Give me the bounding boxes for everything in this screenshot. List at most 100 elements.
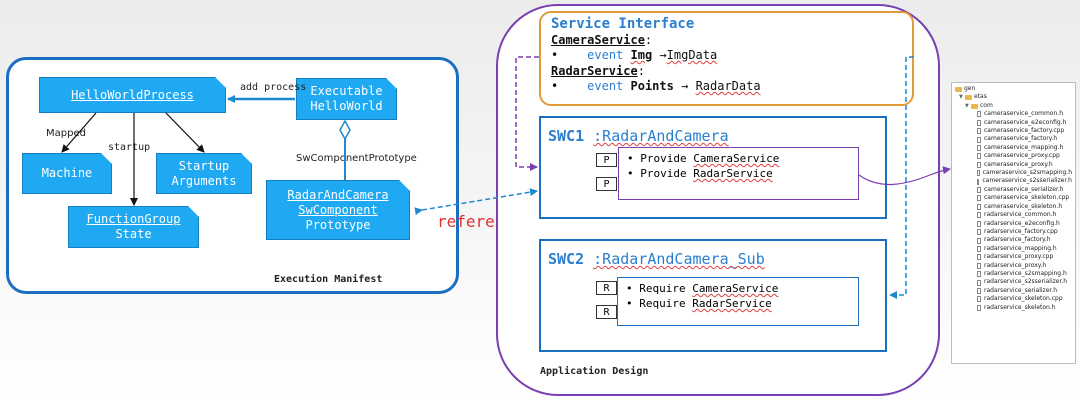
camera-event-name: Img (630, 48, 653, 62)
tree-file-item[interactable]: radarservice_common.h (955, 211, 1072, 219)
file-icon (977, 212, 981, 219)
tree-file-item[interactable]: radarservice_e2econfig.h (955, 220, 1072, 228)
tree-file-item[interactable]: cameraservice_common.h (955, 110, 1072, 118)
tree-file-item[interactable]: radarservice_mapping.h (955, 245, 1072, 253)
tree-file-item[interactable]: radarservice_proxy.h (955, 262, 1072, 270)
tree-file-label: radarservice_e2econfig.h (984, 219, 1060, 227)
file-icon (977, 229, 981, 236)
tree-file-label: cameraservice_s2smapping.h (982, 169, 1072, 177)
tree-file-label: cameraservice_factory.cpp (984, 127, 1065, 135)
file-icon (977, 195, 981, 202)
swc2-require-port-2[interactable]: R (596, 305, 617, 319)
tree-file-item[interactable]: cameraservice_proxy.h (955, 161, 1072, 169)
swc1-id: SWC1 (548, 127, 585, 145)
tree-file-item[interactable]: cameraservice_factory.h (955, 135, 1072, 143)
function-group-label: FunctionGroup (86, 212, 181, 226)
tree-file-item[interactable]: radarservice_s2sserializer.h (955, 278, 1072, 286)
swc2-require-port-1[interactable]: R (596, 281, 617, 295)
tree-file-item[interactable]: cameraservice_skeleton.h (955, 203, 1072, 211)
tree-file-label: radarservice_mapping.h (984, 244, 1057, 252)
tree-file-item[interactable]: radarservice_factory.cpp (955, 228, 1072, 236)
folder-icon (965, 95, 972, 101)
bullet: • (551, 48, 559, 62)
expand-triangle-icon: ▼ (959, 94, 963, 101)
swc1-provide-port-2[interactable]: P (596, 177, 617, 191)
tree-file-item[interactable]: cameraservice_e2econfig.h (955, 119, 1072, 127)
swc1-provide-port-1[interactable]: P (596, 153, 617, 167)
tree-file-item[interactable]: radarservice_skeleton.cpp (955, 295, 1072, 303)
file-icon (977, 203, 981, 210)
tree-file-item[interactable]: cameraservice_mapping.h (955, 144, 1072, 152)
tree-file-label: radarservice_s2smapping.h (984, 269, 1067, 277)
bullet: • (626, 297, 633, 310)
machine-block[interactable]: Machine (22, 153, 112, 194)
tree-file-label: cameraservice_proxy.cpp (984, 152, 1060, 160)
tree-file-label: cameraservice_serializer.h (984, 185, 1064, 193)
arrow: → (681, 79, 689, 93)
tree-file-item[interactable]: cameraservice_proxy.cpp (955, 152, 1072, 160)
file-icon (977, 136, 981, 143)
bullet: • (627, 167, 634, 180)
interface-to-swc2-connector (889, 56, 914, 299)
file-icon (977, 128, 981, 135)
file-icon (977, 170, 980, 177)
tree-file-label: radarservice_skeleton.h (984, 303, 1056, 311)
tree-file-item[interactable]: cameraservice_s2smapping.h (955, 169, 1072, 177)
tree-file-label: radarservice_factory.h (984, 236, 1051, 244)
file-icon (977, 153, 981, 160)
tree-level2[interactable]: ▼com (955, 102, 1072, 110)
hello-world-process-block[interactable]: HelloWorldProcess (39, 77, 226, 113)
tree-file-label: cameraservice_common.h (984, 110, 1063, 118)
composition-diamond (339, 119, 351, 141)
radar-event-name: Points (630, 79, 674, 93)
file-icon (977, 287, 981, 294)
startup-arguments-line1: Startup (178, 158, 230, 173)
sw-component-prototype-block[interactable]: RadarAndCamera SwComponent Prototype (266, 180, 410, 240)
tree-file-item[interactable]: radarservice_serializer.h (955, 287, 1072, 295)
tree-level1-label: etas (974, 93, 987, 101)
bullet: • (551, 79, 559, 93)
service: CameraService (693, 152, 780, 165)
tree-file-item[interactable]: cameraservice_s2sserializer.h (955, 177, 1072, 185)
file-icon (977, 271, 981, 278)
tree-file-item[interactable]: radarservice_factory.h (955, 236, 1072, 244)
file-icon (977, 145, 981, 152)
swc1-item-2: • Provide RadarService (627, 166, 850, 181)
file-icon (977, 279, 981, 286)
verb: Require (639, 297, 686, 310)
executable-block[interactable]: Executable HelloWorld (296, 78, 397, 120)
swc1-ports-box: • Provide CameraService • Provide RadarS… (618, 147, 859, 200)
sw-prototype-line3: Prototype (305, 217, 371, 232)
tree-file-label: cameraservice_skeleton.cpp (984, 194, 1070, 202)
tree-root[interactable]: gen (955, 85, 1072, 93)
camera-service-name: CameraService (551, 32, 645, 47)
file-icon (977, 296, 981, 303)
file-icon (977, 187, 981, 194)
tree-file-item[interactable]: radarservice_s2smapping.h (955, 270, 1072, 278)
bullet: • (626, 282, 633, 295)
expand-triangle-icon: ▼ (965, 102, 969, 109)
machine-label: Machine (41, 166, 93, 180)
tree-file-item[interactable]: cameraservice_serializer.h (955, 186, 1072, 194)
tree-file-item[interactable]: radarservice_skeleton.h (955, 304, 1072, 312)
swc2-ports-box: • Require CameraService • Require RadarS… (617, 277, 859, 326)
startup-arguments-block[interactable]: Startup Arguments (156, 153, 252, 194)
tree-file-label: radarservice_common.h (984, 211, 1057, 219)
tree-level1[interactable]: ▼ etas (955, 93, 1072, 101)
startup-arguments-line2: Arguments (171, 173, 237, 188)
mapped-label: Mapped (46, 128, 86, 139)
sw-prototype-line2: SwComponent (298, 202, 378, 217)
verb: Provide (640, 152, 687, 165)
tree-file-item[interactable]: radarservice_proxy.cpp (955, 253, 1072, 261)
tree-file-label: radarservice_factory.cpp (984, 227, 1058, 235)
tree-file-item[interactable]: cameraservice_factory.cpp (955, 127, 1072, 135)
tree-file-item[interactable]: cameraservice_skeleton.cpp (955, 194, 1072, 202)
hello-world-process-label: HelloWorldProcess (71, 87, 194, 102)
tree-file-label: radarservice_skeleton.cpp (984, 295, 1063, 303)
camera-event-line: • event Img →ImgData (551, 48, 902, 64)
function-group-state-block[interactable]: FunctionGroup State (68, 206, 199, 248)
folder-icon (955, 86, 962, 92)
bullet: • (627, 152, 634, 165)
